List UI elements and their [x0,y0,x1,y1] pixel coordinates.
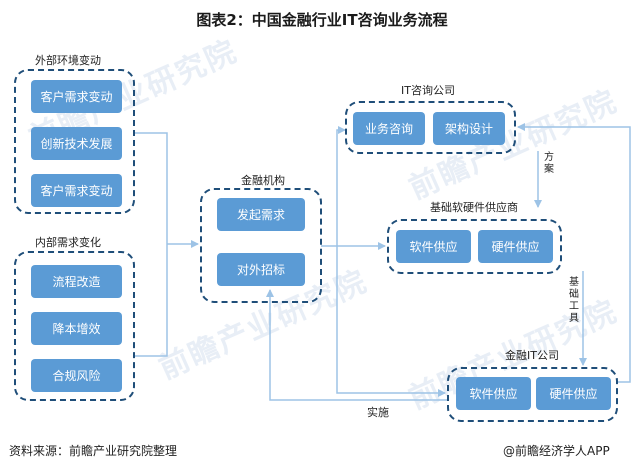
connector-internal-to-finance [133,244,168,357]
box-innovation-tech: 创新技术发展 [31,127,122,160]
box-hardware-supply-1: 硬件供应 [478,230,553,263]
group-finance [200,188,322,303]
box-software-supply-2: 软件供应 [456,377,531,410]
group-label-external: 外部环境变动 [35,54,101,67]
arrow-finance-to-finit [336,246,446,397]
page-title: 图表2：中国金融行业IT咨询业务流程 [196,11,448,29]
connector-external-to-finance [133,132,168,244]
box-architecture-design: 架构设计 [433,112,505,145]
group-external [14,69,135,214]
group-label-internal: 内部需求变化 [35,236,101,249]
flow-label-tools: 基础工具 [569,277,579,324]
group-label-supplier: 基础软硬件供应商 [430,201,518,214]
group-label-finance: 金融机构 [241,174,285,187]
box-business-consulting: 业务咨询 [353,112,425,145]
box-cost-reduction: 降本增效 [31,312,122,345]
box-compliance-risk: 合规风险 [31,359,122,392]
group-label-finit: 金融IT公司 [505,349,559,362]
group-label-itconsult: IT咨询公司 [401,84,455,97]
box-external-tender: 对外招标 [217,253,305,286]
group-supplier [387,219,562,274]
arrow-implement [266,289,448,401]
group-finit [447,367,618,422]
box-process-reform: 流程改造 [31,265,122,298]
group-itconsult [345,101,516,154]
box-customer-demand-1: 客户需求变动 [31,80,122,113]
box-initiate-demand: 发起需求 [217,198,305,231]
flow-label-implement: 实施 [367,406,389,419]
box-software-supply-1: 软件供应 [396,230,471,263]
footer-source: 资料来源：前瞻产业研究院整理 [9,444,178,458]
footer-brand: @前瞻经济学人APP [503,444,610,458]
box-customer-demand-2: 客户需求变动 [31,174,122,207]
group-internal [14,251,135,401]
flow-label-plan: 方案 [544,152,554,175]
arrow-finit-to-itconsult [517,123,631,383]
box-hardware-supply-2: 硬件供应 [536,377,611,410]
arrow-finance-to-itconsult [336,126,346,246]
